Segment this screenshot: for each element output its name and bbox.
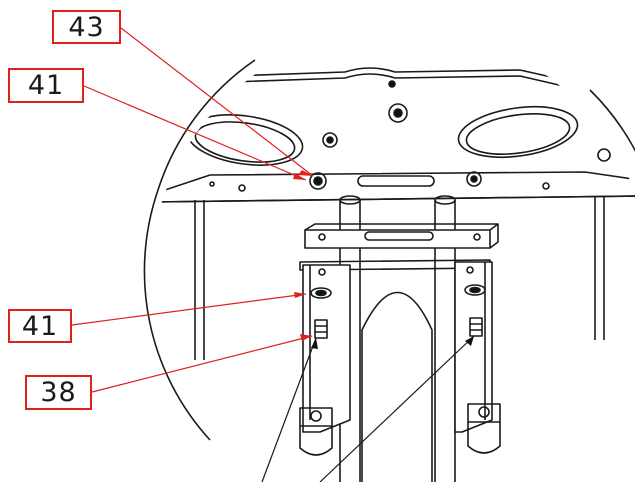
callout-41-top-label: 41 <box>27 70 65 101</box>
callout-38: 38 <box>25 375 92 410</box>
detail-circle-border-right <box>589 89 635 152</box>
housing-bolts <box>322 80 611 162</box>
housing-inner-edge <box>171 73 599 101</box>
right-leg <box>454 261 501 454</box>
left-side-wall <box>194 200 205 360</box>
center-arch <box>361 291 433 482</box>
detail-view <box>150 67 635 482</box>
callout-arrowheads <box>293 170 313 341</box>
left-leg <box>299 264 351 456</box>
callout-leader-lines <box>71 27 314 393</box>
bottom-arrowheads <box>311 336 474 349</box>
right-oval-opening-inner <box>465 113 571 155</box>
clamp-block <box>304 223 499 249</box>
right-oval-opening <box>457 106 579 158</box>
callout-43: 43 <box>52 10 121 44</box>
callout-41-bottom: 41 <box>8 309 72 343</box>
plate-holes <box>209 171 550 192</box>
callout-38-label: 38 <box>40 377 77 408</box>
right-side-wall <box>594 196 605 340</box>
callout-41-top: 41 <box>8 68 84 103</box>
callout-41-bottom-label: 41 <box>21 310 59 342</box>
housing-outline <box>150 67 635 151</box>
mounting-plate <box>150 171 635 203</box>
center-slot <box>357 175 435 187</box>
mounting-plate-edge <box>150 195 635 203</box>
left-oval-opening-inner <box>194 121 296 163</box>
detail-circle-border <box>143 59 256 441</box>
left-oval-opening <box>186 114 304 166</box>
callout-43-label: 43 <box>68 11 105 43</box>
bottom-leader-lines <box>261 335 475 482</box>
